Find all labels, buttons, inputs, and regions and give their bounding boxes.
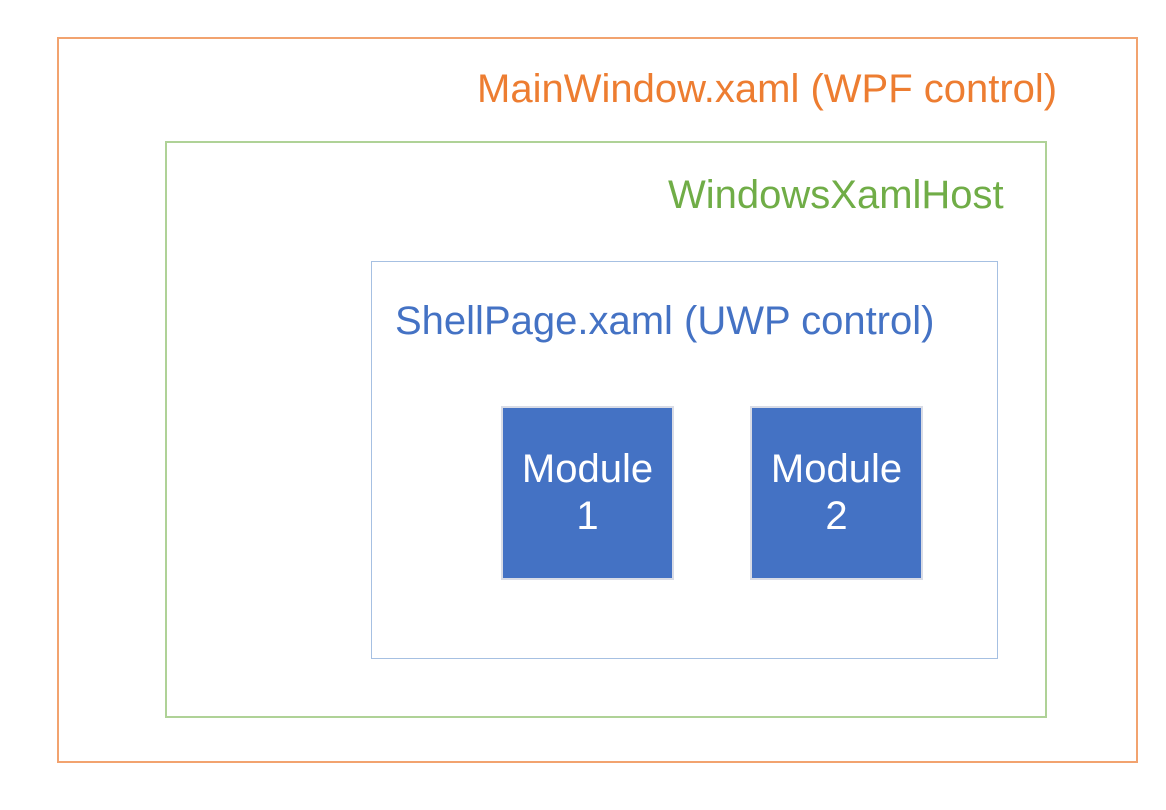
- module-2-label: Module 2: [771, 446, 902, 540]
- module-2-label-line2: 2: [825, 494, 848, 538]
- module-2-label-line1: Module: [770, 447, 903, 491]
- module-1-label-line2: 1: [576, 494, 599, 538]
- shellpage-uwp-label: ShellPage.xaml (UWP control): [395, 299, 935, 343]
- module-1-box: Module 1: [501, 406, 674, 580]
- mainwindow-wpf-box: [57, 37, 1138, 763]
- mainwindow-wpf-label: MainWindow.xaml (WPF control): [477, 67, 1058, 111]
- module-1-label: Module 1: [522, 446, 653, 540]
- windows-xaml-host-box: [165, 141, 1047, 718]
- module-2-box: Module 2: [750, 406, 923, 580]
- windows-xaml-host-label: WindowsXamlHost: [668, 173, 1004, 217]
- shellpage-uwp-box: [371, 261, 998, 659]
- module-1-label-line1: Module: [521, 447, 654, 491]
